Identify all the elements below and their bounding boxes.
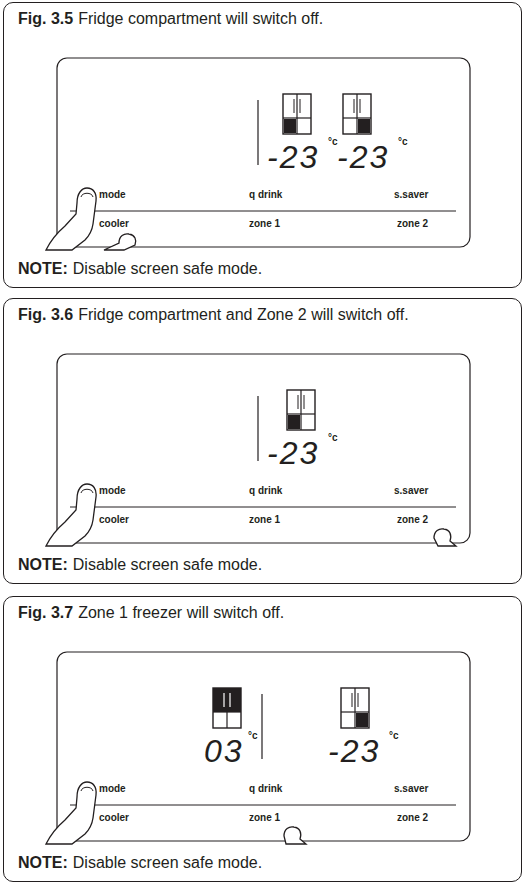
button-label: zone 2	[397, 219, 428, 229]
temperature-display: 03	[204, 735, 244, 767]
button-label: s.saver	[394, 784, 428, 794]
illustration-stroke	[70, 507, 456, 508]
illustration-stroke	[283, 94, 311, 134]
screen-drawing	[46, 58, 470, 250]
control-screen: -23 °c mode q drink s.saver cooler zone 1 zone …	[56, 353, 469, 542]
note-label: NOTE:	[18, 557, 68, 573]
figure-panel: 03 °c -23 °c mode q drink s.saver cooler zone 1 z…	[3, 596, 522, 882]
note-label: NOTE:	[18, 261, 68, 277]
illustration-stroke	[356, 713, 368, 727]
unit-label: °c	[398, 137, 408, 147]
illustration-stroke	[213, 688, 241, 712]
illustration-stroke	[213, 688, 241, 728]
illustration-stroke	[57, 652, 470, 841]
temperature-display: -23	[328, 735, 380, 767]
figure-caption: Fridge compartment will switch off.	[78, 11, 323, 27]
illustration-stroke	[261, 694, 262, 759]
button-label: cooler	[99, 515, 129, 525]
button-label: mode	[99, 190, 126, 200]
illustration-stroke	[358, 119, 370, 133]
illustration-stroke	[104, 234, 136, 250]
figure-number: Fig. 3.7	[18, 605, 73, 621]
screen-drawing	[46, 354, 470, 546]
button-label: s.saver	[394, 190, 428, 200]
button-label: zone 1	[249, 515, 280, 525]
figure-caption: Fridge compartment and Zone 2 will switc…	[78, 307, 409, 323]
temperature-display: -23	[267, 437, 319, 469]
illustration-stroke	[229, 693, 230, 707]
control-screen: -23°c-23°cmodeq drinks.savercoolerzone 1…	[56, 57, 469, 246]
button-label: mode	[99, 486, 126, 496]
illustration-stroke	[70, 211, 456, 212]
button-label: q drink	[249, 190, 282, 200]
figure-caption: Zone 1 freezer will switch off.	[78, 605, 284, 621]
button-label: s.saver	[394, 486, 428, 496]
button-label: zone 2	[397, 515, 428, 525]
figure-number: Fig. 3.6	[18, 307, 73, 323]
note-label: NOTE:	[18, 855, 68, 871]
illustration-stroke	[46, 782, 96, 844]
figure-number: Fig. 3.5	[18, 11, 73, 27]
unit-label: °c	[248, 731, 258, 741]
illustration-stroke	[288, 415, 300, 429]
illustration-stroke	[284, 119, 296, 133]
button-label: mode	[99, 784, 126, 794]
control-screen: 03 °c -23 °c mode q drink s.saver cooler zone 1 z…	[56, 651, 469, 840]
illustration-stroke	[343, 94, 371, 134]
temperature-display: -23	[337, 141, 389, 173]
illustration-stroke	[341, 688, 369, 728]
note-text: Disable screen safe mode.	[73, 855, 262, 871]
note-text: Disable screen safe mode.	[73, 261, 262, 277]
figure-panel: -23 °c mode q drink s.saver cooler zone 1 zone …	[3, 298, 522, 584]
illustration-stroke	[57, 58, 470, 247]
illustration-stroke	[257, 396, 258, 461]
temperature-display: -23	[267, 141, 319, 173]
figure-panel: -23°c-23°cmodeq drinks.savercoolerzone 1…	[3, 2, 522, 288]
button-label: zone 2	[397, 813, 428, 823]
button-label: cooler	[99, 813, 129, 823]
button-label: zone 1	[249, 219, 280, 229]
illustration-stroke	[46, 484, 96, 546]
button-label: q drink	[249, 784, 282, 794]
illustration-stroke	[434, 529, 456, 546]
illustration-stroke	[257, 100, 258, 165]
note-text: Disable screen safe mode.	[73, 557, 262, 573]
screen-drawing	[46, 652, 470, 844]
button-label: zone 1	[249, 813, 280, 823]
unit-label: °c	[328, 137, 338, 147]
unit-label: °c	[389, 731, 399, 741]
illustration-stroke	[287, 390, 315, 430]
illustration-stroke	[70, 805, 456, 806]
button-label: q drink	[249, 486, 282, 496]
illustration-stroke	[46, 188, 96, 250]
illustration-stroke	[57, 354, 470, 543]
button-label: cooler	[99, 219, 129, 229]
illustration-stroke	[284, 827, 306, 844]
illustration-stroke	[223, 693, 224, 707]
unit-label: °c	[328, 433, 338, 443]
